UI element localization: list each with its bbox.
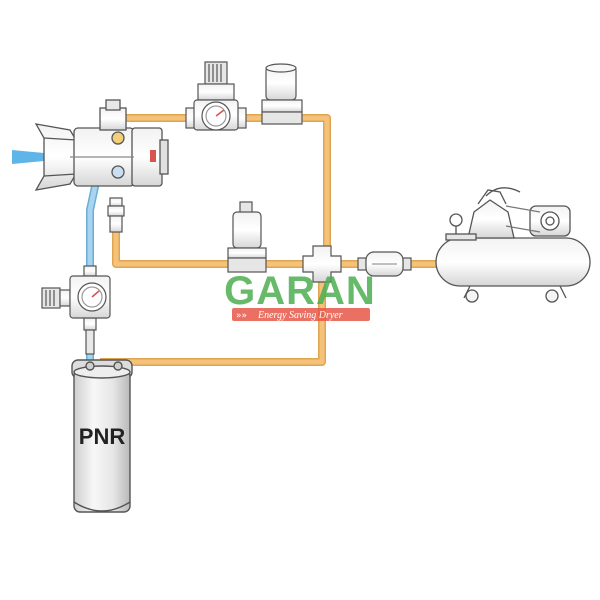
inline-filter xyxy=(357,251,412,277)
spray-valve xyxy=(12,99,169,191)
air-compressor xyxy=(435,187,591,303)
air-coupler xyxy=(107,197,125,233)
fluid-regulator-left xyxy=(41,265,111,355)
pressure-tank xyxy=(71,359,133,513)
spray-jet xyxy=(12,150,44,164)
watermark-tagline-bar xyxy=(232,308,370,321)
cross-fitting xyxy=(302,245,342,283)
air-regulator-top xyxy=(185,61,247,131)
brand-watermark: GARAN »» Energy Saving Dryer xyxy=(224,269,376,321)
watermark-tagline: Energy Saving Dryer xyxy=(257,310,343,321)
watermark-chevrons: »» xyxy=(236,311,247,321)
watermark-name: GARAN xyxy=(224,269,376,313)
tank-label: PNR xyxy=(79,424,126,449)
solenoid-valve-middle xyxy=(227,201,267,273)
solenoid-valve-top xyxy=(261,63,303,125)
